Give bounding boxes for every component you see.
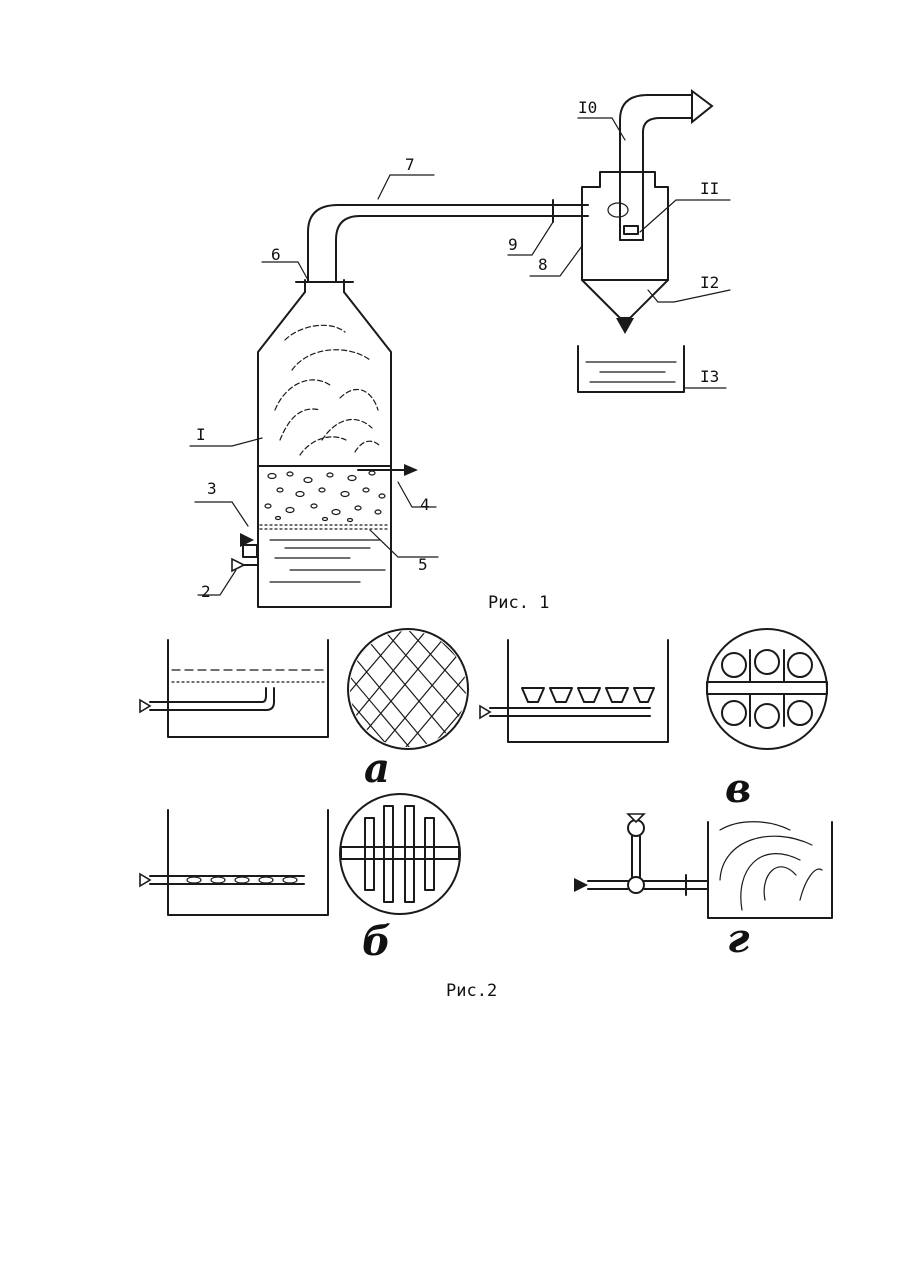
figure-2-caption: Рис.2: [446, 981, 497, 1001]
label-5: 5: [418, 555, 428, 574]
valve-2-icon: [232, 559, 244, 571]
label-3: 3: [207, 479, 217, 498]
variant-g-letter: г: [727, 915, 750, 962]
variant-v: в: [480, 629, 827, 812]
variant-a: а: [140, 615, 500, 792]
figure-2: а в: [140, 615, 832, 1001]
reactor-vessel: [232, 280, 418, 607]
label-9: 9: [508, 235, 518, 254]
figure-1: I 2 3 4 5 6 7 8 9 I0 II I2 I3 Рис. 1: [190, 91, 730, 613]
leader-lines: [190, 118, 730, 595]
mesh-grid-disc: [330, 615, 500, 760]
label-8: 8: [538, 255, 548, 274]
disc-diffuser-disc: [707, 629, 827, 749]
label-11: II: [700, 179, 719, 198]
figure-1-caption: Рис. 1: [488, 593, 549, 613]
label-7: 7: [405, 155, 415, 174]
label-13: I3: [700, 367, 719, 386]
cone-diffusers: [522, 688, 654, 702]
variant-v-letter: в: [725, 765, 751, 812]
label-4: 4: [420, 495, 430, 514]
label-12: I2: [700, 273, 719, 292]
variant-b: б: [140, 794, 460, 965]
variant-g: г: [574, 814, 832, 962]
tube-grid-disc: [340, 794, 460, 914]
collector-vessel: [578, 346, 684, 392]
variant-b-letter: б: [362, 918, 391, 965]
foam-bubbles: [265, 471, 385, 522]
label-10: I0: [578, 98, 597, 117]
label-2: 2: [201, 582, 211, 601]
variant-a-letter: а: [364, 745, 390, 792]
label-6: 6: [271, 245, 281, 264]
valve-icon: [574, 878, 588, 892]
vapor-swirls: [275, 325, 380, 455]
label-1: I: [196, 425, 206, 444]
